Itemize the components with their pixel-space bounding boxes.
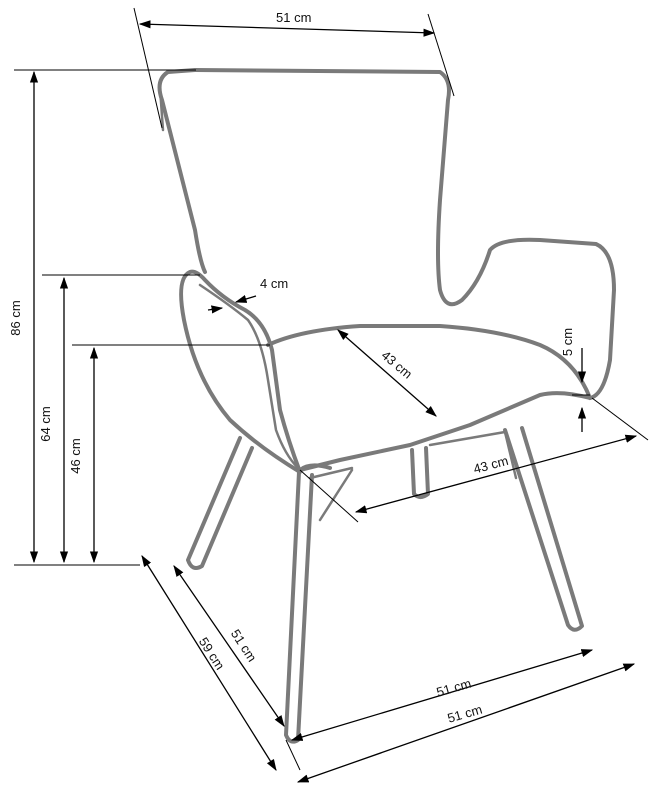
label-seat-depth: 43 cm bbox=[379, 347, 416, 381]
chair-backrest-outline bbox=[193, 68, 616, 472]
label-cushion-thickness: 5 cm bbox=[560, 328, 575, 356]
ext-top-left bbox=[133, 7, 163, 129]
label-base-width-inner: 51 cm bbox=[435, 676, 473, 700]
dim-base-depth-inner bbox=[173, 565, 285, 727]
chair-back-corner-mark bbox=[158, 86, 165, 132]
chair-leg-back-left bbox=[186, 436, 254, 570]
ext-seat-left bbox=[299, 469, 359, 523]
chair-seat-front bbox=[298, 463, 332, 472]
ext-top-right bbox=[427, 13, 455, 97]
label-total-height: 86 cm bbox=[8, 300, 23, 335]
dim-base-depth-outer bbox=[141, 555, 277, 771]
chair-drawing bbox=[157, 68, 616, 744]
chair-backrest-left-edge bbox=[157, 68, 207, 274]
label-base-depth-outer: 59 cm bbox=[196, 635, 228, 673]
label-seat-width: 43 cm bbox=[472, 453, 510, 477]
label-seat-height: 46 cm bbox=[68, 438, 83, 473]
chair-leg-front-right bbox=[503, 426, 584, 632]
chair-seat bbox=[266, 324, 592, 400]
label-base-depth-inner: 51 cm bbox=[228, 627, 260, 665]
extension-lines bbox=[14, 7, 649, 771]
label-armrest-height: 64 cm bbox=[38, 406, 53, 441]
label-base-width-outer: 51 cm bbox=[446, 702, 484, 726]
dim-top-width bbox=[138, 20, 436, 37]
chair-left-wing bbox=[179, 269, 302, 474]
ext-seat-right bbox=[591, 397, 649, 441]
dim-side-thickness-left bbox=[207, 305, 224, 314]
chair-leg-back-right bbox=[410, 446, 430, 499]
chair-frame-rail bbox=[308, 430, 518, 522]
dim-seat-depth bbox=[337, 329, 437, 417]
chair-leg-front-left bbox=[284, 470, 314, 744]
dim-side-thickness-right bbox=[234, 295, 257, 303]
label-side-thickness: 4 cm bbox=[260, 276, 288, 291]
dimension-arrows bbox=[29, 20, 638, 783]
dim-seat-width bbox=[354, 434, 638, 514]
ext-base-front bbox=[285, 739, 301, 771]
label-top-width: 51 cm bbox=[276, 10, 311, 25]
chair-left-wing-inner bbox=[198, 283, 300, 470]
dim-base-width-outer bbox=[296, 663, 636, 783]
